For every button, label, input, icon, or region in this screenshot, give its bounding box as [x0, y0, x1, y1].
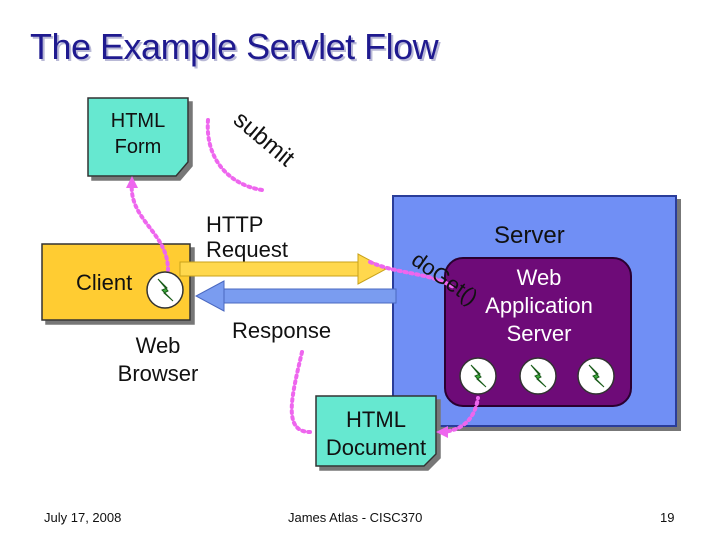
- response-arrow: [194, 280, 397, 312]
- document-connector-left: [289, 350, 312, 434]
- connector-arrowhead: [126, 176, 138, 188]
- html-form-line2: Form: [114, 136, 162, 158]
- http-request-arrow: [179, 253, 388, 285]
- html-form-label: HTML Form: [88, 108, 188, 160]
- servlet-lightning-icon: [519, 357, 557, 395]
- connector-arrowhead: [436, 426, 448, 438]
- html-document-note: [315, 395, 437, 467]
- web-app-server-line2: Application: [485, 293, 593, 318]
- web-app-server-line3: Server: [506, 321, 572, 346]
- http-request-line1: HTTP: [206, 212, 264, 237]
- response-label: Response: [232, 318, 332, 343]
- html-document-line1: HTML: [346, 407, 406, 432]
- web-app-server-label: Web Application Server: [472, 264, 606, 348]
- client-label: Client: [76, 270, 133, 295]
- http-request-label: HTTP Request: [206, 212, 288, 262]
- web-app-server-line1: Web: [516, 265, 562, 290]
- servlet-lightning-icon: [577, 357, 615, 395]
- submit-connector: [205, 118, 264, 192]
- http-request-line2: Request: [206, 237, 288, 262]
- web-browser-label: Web Browser: [108, 332, 208, 388]
- footer-author: James Atlas - CISC370: [288, 510, 423, 525]
- html-document-line2: Document: [325, 435, 427, 460]
- footer-date: July 17, 2008: [44, 510, 122, 525]
- server-label: Server: [494, 222, 565, 249]
- html-document-label: HTML Document: [316, 406, 436, 462]
- document-connector-right: [440, 396, 480, 434]
- html-form-line1: HTML: [110, 110, 166, 132]
- servlet-lightning-icon: [146, 271, 184, 309]
- web-browser-line1: Web: [135, 333, 181, 358]
- slide-title: The Example Servlet Flow: [30, 26, 439, 67]
- submit-label: submit: [228, 106, 300, 172]
- form-to-client-connector: [129, 180, 170, 272]
- web-browser-line2: Browser: [117, 361, 199, 386]
- html-form-note: [87, 97, 189, 177]
- servlet-lightning-icon: [459, 357, 497, 395]
- doget-connector: [368, 260, 457, 290]
- footer-page-number: 19: [660, 510, 675, 525]
